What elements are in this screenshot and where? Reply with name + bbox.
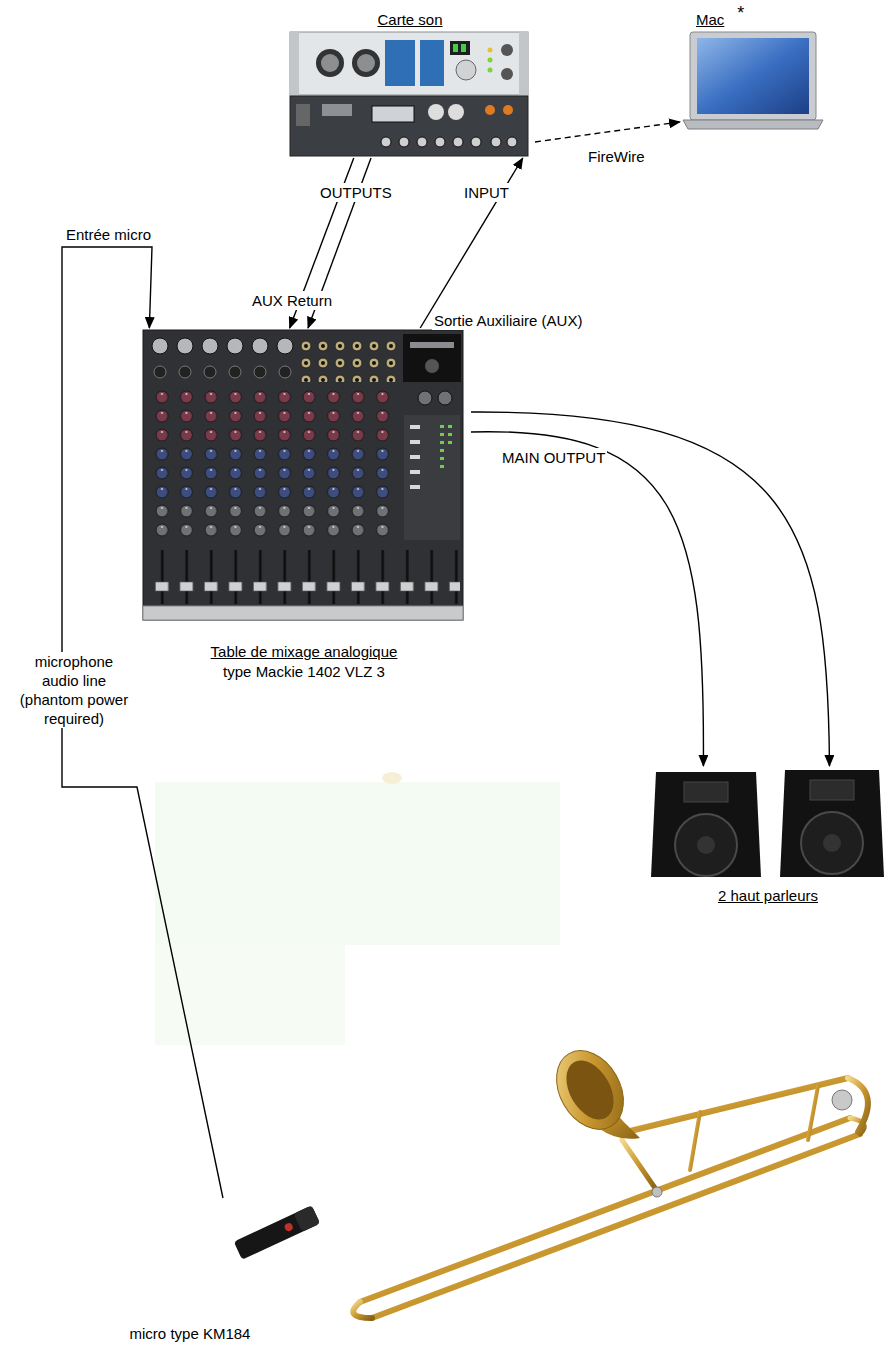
port-label: Entrée micro	[64, 225, 153, 244]
audio-cable	[471, 432, 703, 766]
audio-cable	[420, 158, 523, 328]
firewire-link	[535, 122, 680, 142]
cable-label: FireWire	[586, 147, 647, 166]
cable-label: OUTPUTS	[318, 183, 394, 202]
cable-label: INPUT	[462, 183, 511, 202]
port-label: AUX Return	[250, 291, 334, 310]
mac-computer: Mac *	[680, 6, 826, 130]
footnote-mark: *	[737, 3, 744, 23]
sound-card: Carte son	[285, 8, 535, 158]
device-caption: Mac	[696, 10, 724, 30]
mixing-desk: Table de mixage analogiquetype Mackie 14…	[137, 328, 471, 684]
microphone: micro type KM184	[87, 1198, 293, 1348]
device-caption: Carte son	[289, 10, 531, 30]
device-caption: Table de mixage analogique	[141, 642, 467, 662]
device-caption: micro type KM184	[91, 1324, 289, 1344]
audio-cable	[471, 412, 829, 766]
device-caption: 2 haut parleurs	[651, 886, 885, 906]
speaker-pair: 2 haut parleurs	[647, 766, 889, 908]
device-subcaption: type Mackie 1402 VLZ 3	[141, 662, 467, 682]
port-label: Sortie Auxiliaire (AUX)	[432, 311, 584, 330]
cable-label: microphone audio line (phantom power req…	[14, 652, 134, 728]
port-label: MAIN OUTPUT	[500, 448, 607, 467]
